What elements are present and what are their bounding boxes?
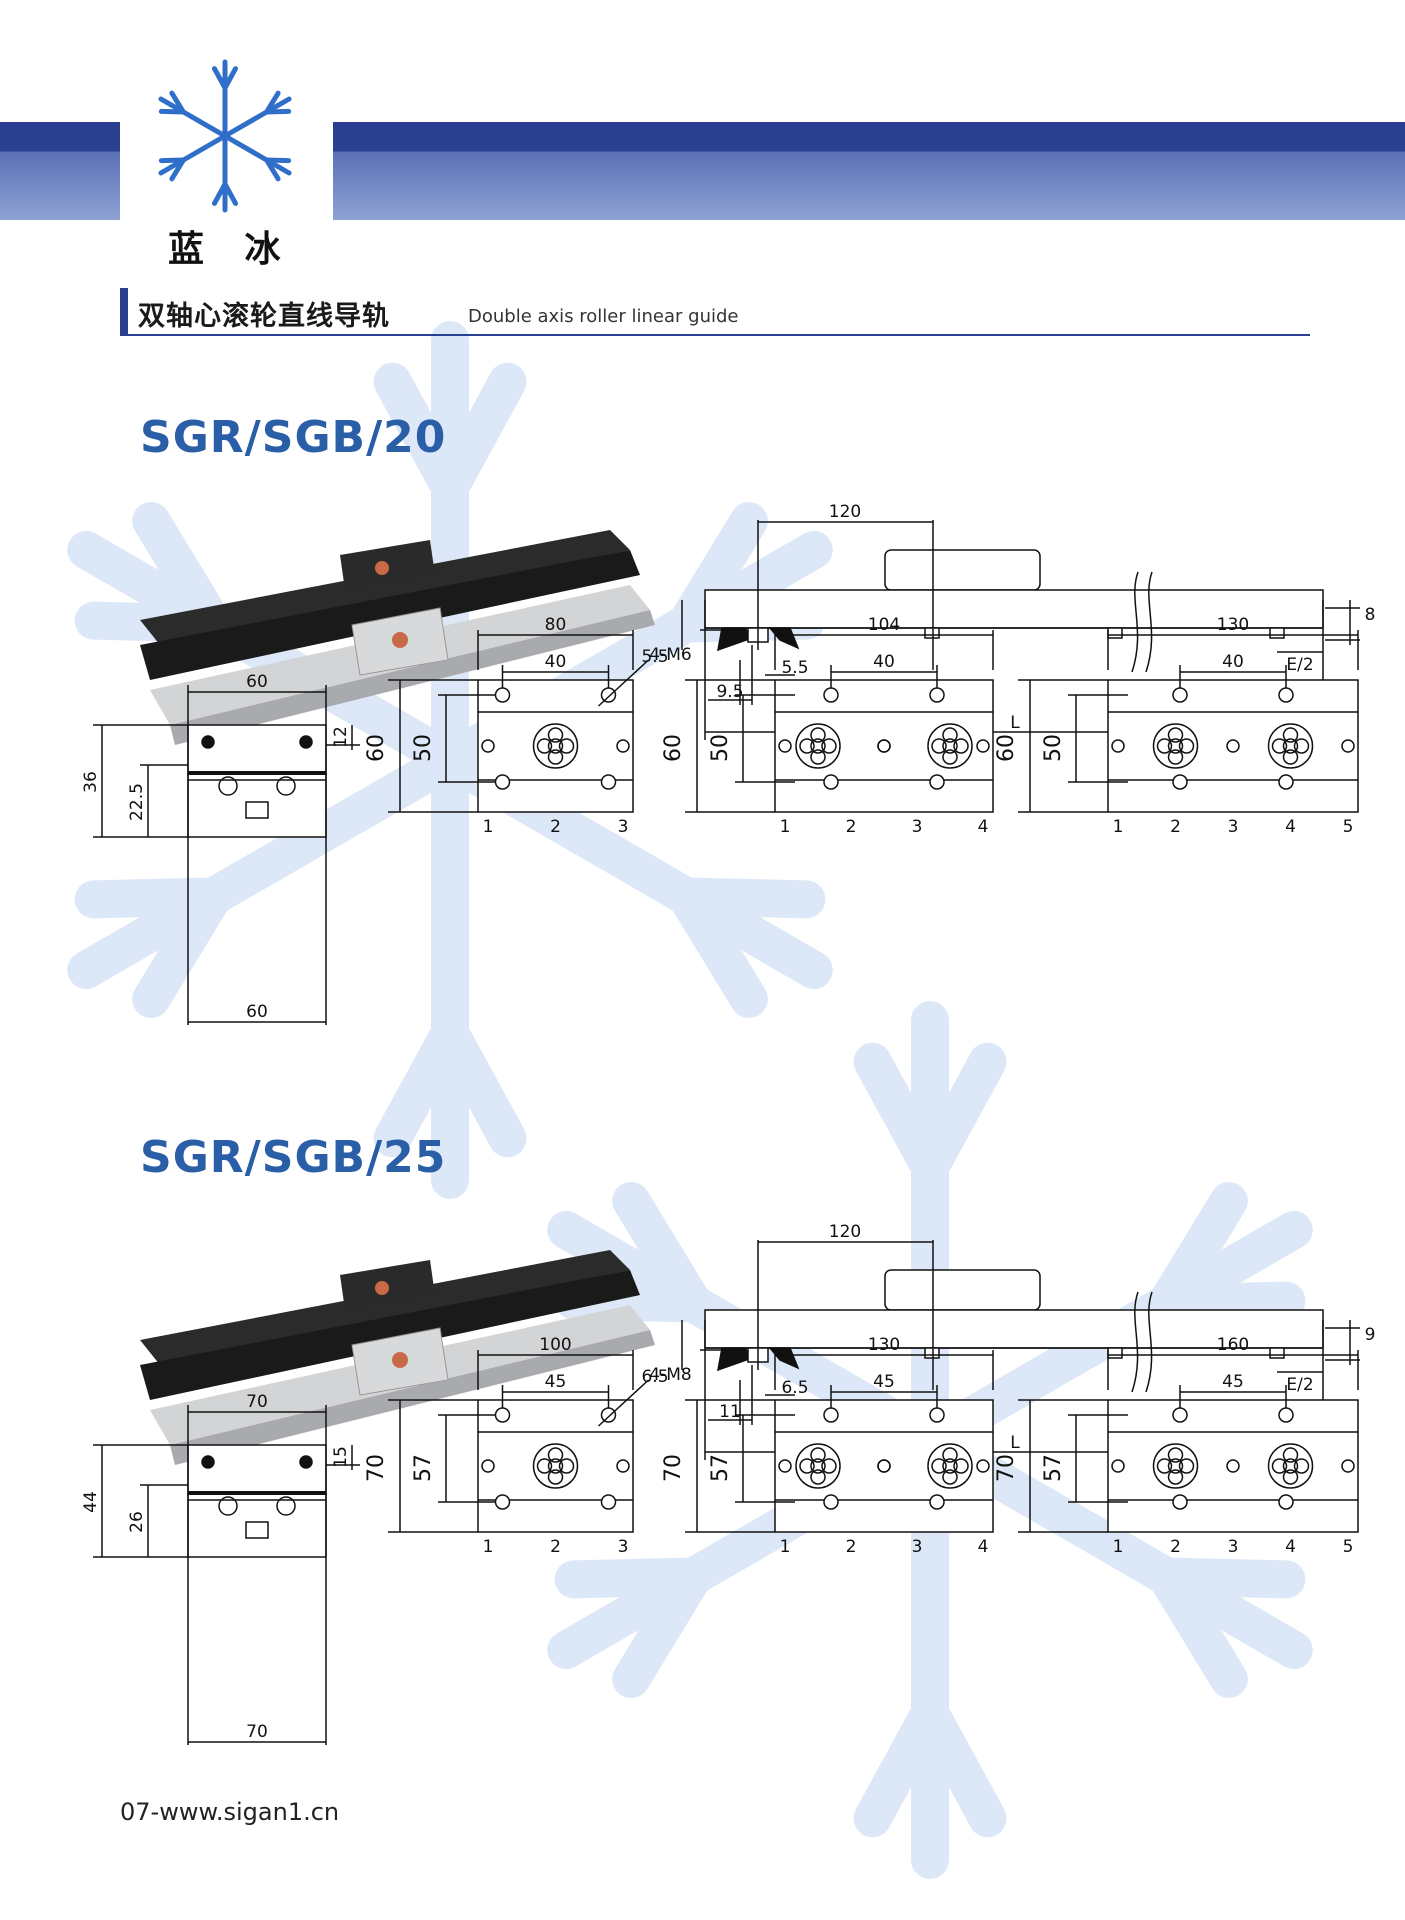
section-top-height-label: 15 — [331, 1446, 351, 1468]
plate-position-label-2-4: 4 — [978, 1537, 989, 1557]
side-height-left-label: 6.5 — [641, 1367, 668, 1387]
title-underline — [128, 334, 1310, 336]
plate-position-label-3-3: 3 — [1228, 1537, 1239, 1557]
plate-height-label-1: 60 — [364, 734, 389, 762]
product-photo-25 — [140, 1250, 655, 1465]
plate-position-label-2-4: 4 — [978, 817, 989, 837]
plate-position-label-3-5: 5 — [1343, 817, 1354, 837]
plate-width-label-1: 100 — [539, 1335, 571, 1355]
plate-hole-spec-label: 4-M6 — [649, 645, 691, 665]
side-pitch-label: 120 — [829, 1222, 861, 1242]
product-photo-20 — [140, 530, 655, 745]
plate-width-label-2: 130 — [868, 1335, 900, 1355]
plate-position-label-2-2: 2 — [846, 817, 857, 837]
section-height-label: 44 — [81, 1491, 101, 1513]
side-offset-2-label: 9.5 — [716, 682, 743, 702]
section-mid-height-label: 26 — [127, 1511, 147, 1533]
plate-inner-height-label-2: 57 — [708, 1454, 733, 1482]
side-height-right-label: 9 — [1365, 1325, 1376, 1345]
side-offset-1-label: 5.5 — [781, 658, 808, 678]
plate-position-label-2-2: 2 — [846, 1537, 857, 1557]
plate-width-label-3: 130 — [1217, 615, 1249, 635]
plate-position-label-1-3: 3 — [618, 817, 629, 837]
carriage-plate-1 — [388, 630, 650, 813]
section-width-bottom-label: 60 — [246, 1002, 268, 1022]
brand-name: 蓝 冰 — [168, 229, 295, 270]
side-length-label: L — [1010, 713, 1020, 733]
plate-position-label-2-1: 1 — [780, 1537, 791, 1557]
carriage-plate-2 — [685, 630, 994, 813]
plate-pitch-label-3: 45 — [1222, 1372, 1244, 1392]
model-heading-20: SGR/SGB/20 — [140, 412, 447, 463]
plate-pitch-label-1: 40 — [545, 652, 567, 672]
side-end-label: E/2 — [1286, 655, 1313, 675]
plate-hole-spec-label: 4-M8 — [649, 1365, 691, 1385]
plate-position-label-2-3: 3 — [912, 1537, 923, 1557]
snowflake-logo-icon — [158, 59, 292, 213]
plate-position-label-1-1: 1 — [483, 1537, 494, 1557]
plate-position-label-3-4: 4 — [1285, 1537, 1296, 1557]
plate-position-label-3-1: 1 — [1113, 1537, 1124, 1557]
plate-pitch-label-3: 40 — [1222, 652, 1244, 672]
section-width-top-label: 70 — [246, 1392, 268, 1412]
side-end-label: E/2 — [1286, 1375, 1313, 1395]
snowflake-watermark-icon — [67, 321, 1313, 1879]
header-bar-left — [0, 122, 120, 220]
plate-position-label-1-1: 1 — [483, 817, 494, 837]
plate-pitch-label-2: 45 — [873, 1372, 895, 1392]
plate-position-label-3-4: 4 — [1285, 817, 1296, 837]
plate-inner-height-label-2: 50 — [708, 734, 733, 762]
section-width-top-label: 60 — [246, 672, 268, 692]
plate-position-label-3-2: 2 — [1170, 817, 1181, 837]
plate-position-label-1-2: 2 — [550, 1537, 561, 1557]
plate-height-label-3: 70 — [994, 1454, 1019, 1482]
plate-inner-height-label-1: 57 — [411, 1454, 436, 1482]
side-offset-1-label: 6.5 — [781, 1378, 808, 1398]
plate-position-label-2-3: 3 — [912, 817, 923, 837]
title-chinese: 双轴心滚轮直线导轨 — [138, 301, 390, 332]
plate-position-label-1-3: 3 — [618, 1537, 629, 1557]
title-accent-bar — [120, 288, 128, 336]
plate-position-label-3-5: 5 — [1343, 1537, 1354, 1557]
header-bar-right — [333, 122, 1405, 220]
plate-width-label-2: 104 — [868, 615, 900, 635]
plate-pitch-label-2: 40 — [873, 652, 895, 672]
plate-position-label-3-1: 1 — [1113, 817, 1124, 837]
section-title: 双轴心滚轮直线导轨 Double axis roller linear guid… — [120, 288, 1310, 338]
side-height-left-label: 5.5 — [641, 647, 668, 667]
plate-width-label-3: 160 — [1217, 1335, 1249, 1355]
section-width-bottom-label: 70 — [246, 1722, 268, 1742]
plate-inner-height-label-3: 50 — [1041, 734, 1066, 762]
model-heading-25: SGR/SGB/25 — [140, 1132, 447, 1183]
side-pitch-label: 120 — [829, 502, 861, 522]
carriage-plate-1 — [388, 1350, 650, 1533]
plate-pitch-label-1: 45 — [545, 1372, 567, 1392]
page-footer: 07-www.sigan1.cn — [120, 1798, 340, 1826]
plate-height-label-2: 70 — [661, 1454, 686, 1482]
plate-inner-height-label-3: 57 — [1041, 1454, 1066, 1482]
carriage-plate-2 — [685, 1350, 994, 1533]
plate-position-label-3-3: 3 — [1228, 817, 1239, 837]
plate-position-label-3-2: 2 — [1170, 1537, 1181, 1557]
plate-height-label-2: 60 — [661, 734, 686, 762]
section-mid-height-label: 22.5 — [127, 783, 147, 821]
section-top-height-label: 12 — [331, 726, 351, 748]
plate-position-label-1-2: 2 — [550, 817, 561, 837]
section-height-label: 36 — [81, 771, 101, 793]
title-english: Double axis roller linear guide — [468, 306, 739, 327]
side-height-right-label: 8 — [1365, 605, 1376, 625]
plate-width-label-1: 80 — [545, 615, 567, 635]
plate-position-label-2-1: 1 — [780, 817, 791, 837]
plate-height-label-1: 70 — [364, 1454, 389, 1482]
side-offset-2-label: 11 — [719, 1402, 741, 1422]
carriage-plate-3 — [1018, 1350, 1359, 1533]
plate-height-label-3: 60 — [994, 734, 1019, 762]
carriage-plate-3 — [1018, 630, 1359, 813]
plate-inner-height-label-1: 50 — [411, 734, 436, 762]
side-length-label: L — [1010, 1433, 1020, 1453]
